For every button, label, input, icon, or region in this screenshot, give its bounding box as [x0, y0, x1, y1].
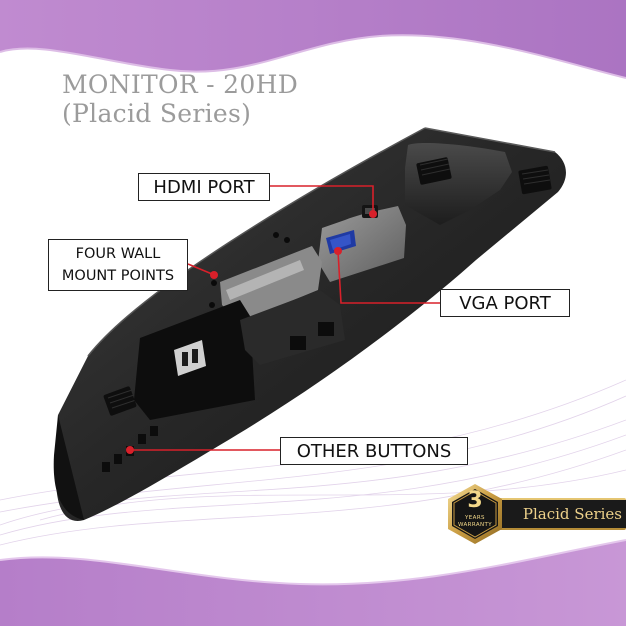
warranty-badge: Placid Series 3 YEARS WARRANTY [444, 483, 626, 545]
wall-mount-callout-line2: MOUNT POINTS [61, 268, 175, 284]
other-buttons-callout: OTHER BUTTONS [280, 437, 468, 465]
product-title-line1: MONITOR - 20HD [62, 70, 299, 99]
callout-dots [126, 210, 377, 454]
series-name: Placid Series [522, 505, 622, 523]
warranty-hexagon-icon [448, 484, 502, 544]
bottom-swoosh [0, 540, 626, 626]
wall-mount-callout-line1: FOUR WALL [75, 246, 161, 262]
bottom-swoosh-edge [0, 539, 626, 586]
warranty-years: 3 [467, 488, 483, 513]
product-title: MONITOR - 20HD (Placid Series) [62, 70, 298, 128]
series-bar: Placid Series [488, 498, 626, 530]
top-swoosh-edge [0, 34, 626, 79]
product-title-line2: (Placid Series) [62, 99, 252, 128]
hdmi-port-callout: HDMI PORT [138, 173, 270, 201]
warranty-years-label: YEARS [465, 515, 485, 521]
top-swoosh [0, 0, 626, 78]
callout-lines [133, 185, 440, 451]
monitor-back [53, 127, 566, 521]
vga-port-callout: VGA PORT [440, 289, 570, 317]
warranty-label: WARRANTY [457, 522, 493, 528]
wall-mount-callout: FOUR WALL MOUNT POINTS [48, 239, 188, 291]
